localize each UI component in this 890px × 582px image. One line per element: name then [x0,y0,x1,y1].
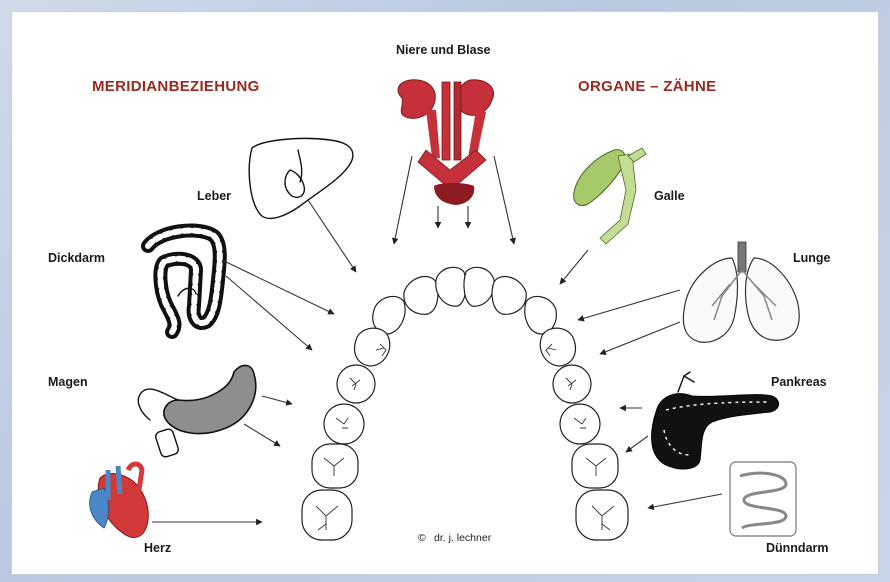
tooth-canine-right [540,328,575,366]
tooth-canine-left [355,328,390,366]
tooth-incisor-1 [404,277,438,315]
tooth-molar-left-1 [312,444,358,488]
copyright-author: dr. j. lechner [434,532,492,544]
tooth-molar-right-1 [572,444,618,488]
label-heart: Herz [144,541,171,555]
dental-arch [302,267,628,540]
tooth-incisor-3 [464,267,494,306]
label-small-intestine: Dünndarm [766,541,829,555]
tooth-molar-right-2 [576,490,628,540]
stomach-illustration [138,365,255,458]
label-gallbladder: Galle [654,189,685,203]
label-lung: Lunge [793,251,831,265]
arrows [152,156,722,522]
label-kidney-bladder: Niere und Blase [396,43,491,57]
heart-illustration [90,464,149,538]
lung-illustration [683,242,799,342]
large-intestine-illustration [148,231,220,332]
label-pancreas: Pankreas [771,375,827,389]
heading-meridian: MERIDIANBEZIEHUNG [92,78,260,95]
liver-illustration [249,138,353,218]
label-liver: Leber [197,189,231,203]
tooth-premolar-right-2 [560,404,600,444]
tooth-incisor-4 [492,277,526,315]
copyright-symbol: © [418,532,426,544]
heading-organs-teeth: ORGANE – ZÄHNE [578,78,716,95]
tooth-incisor-2 [436,267,466,306]
label-stomach: Magen [48,375,88,389]
kidney-bladder-illustration [398,80,494,205]
gallbladder-illustration [574,148,646,244]
small-intestine-illustration [730,462,796,536]
pancreas-illustration [652,372,779,469]
label-large-intestine: Dickdarm [48,251,105,265]
